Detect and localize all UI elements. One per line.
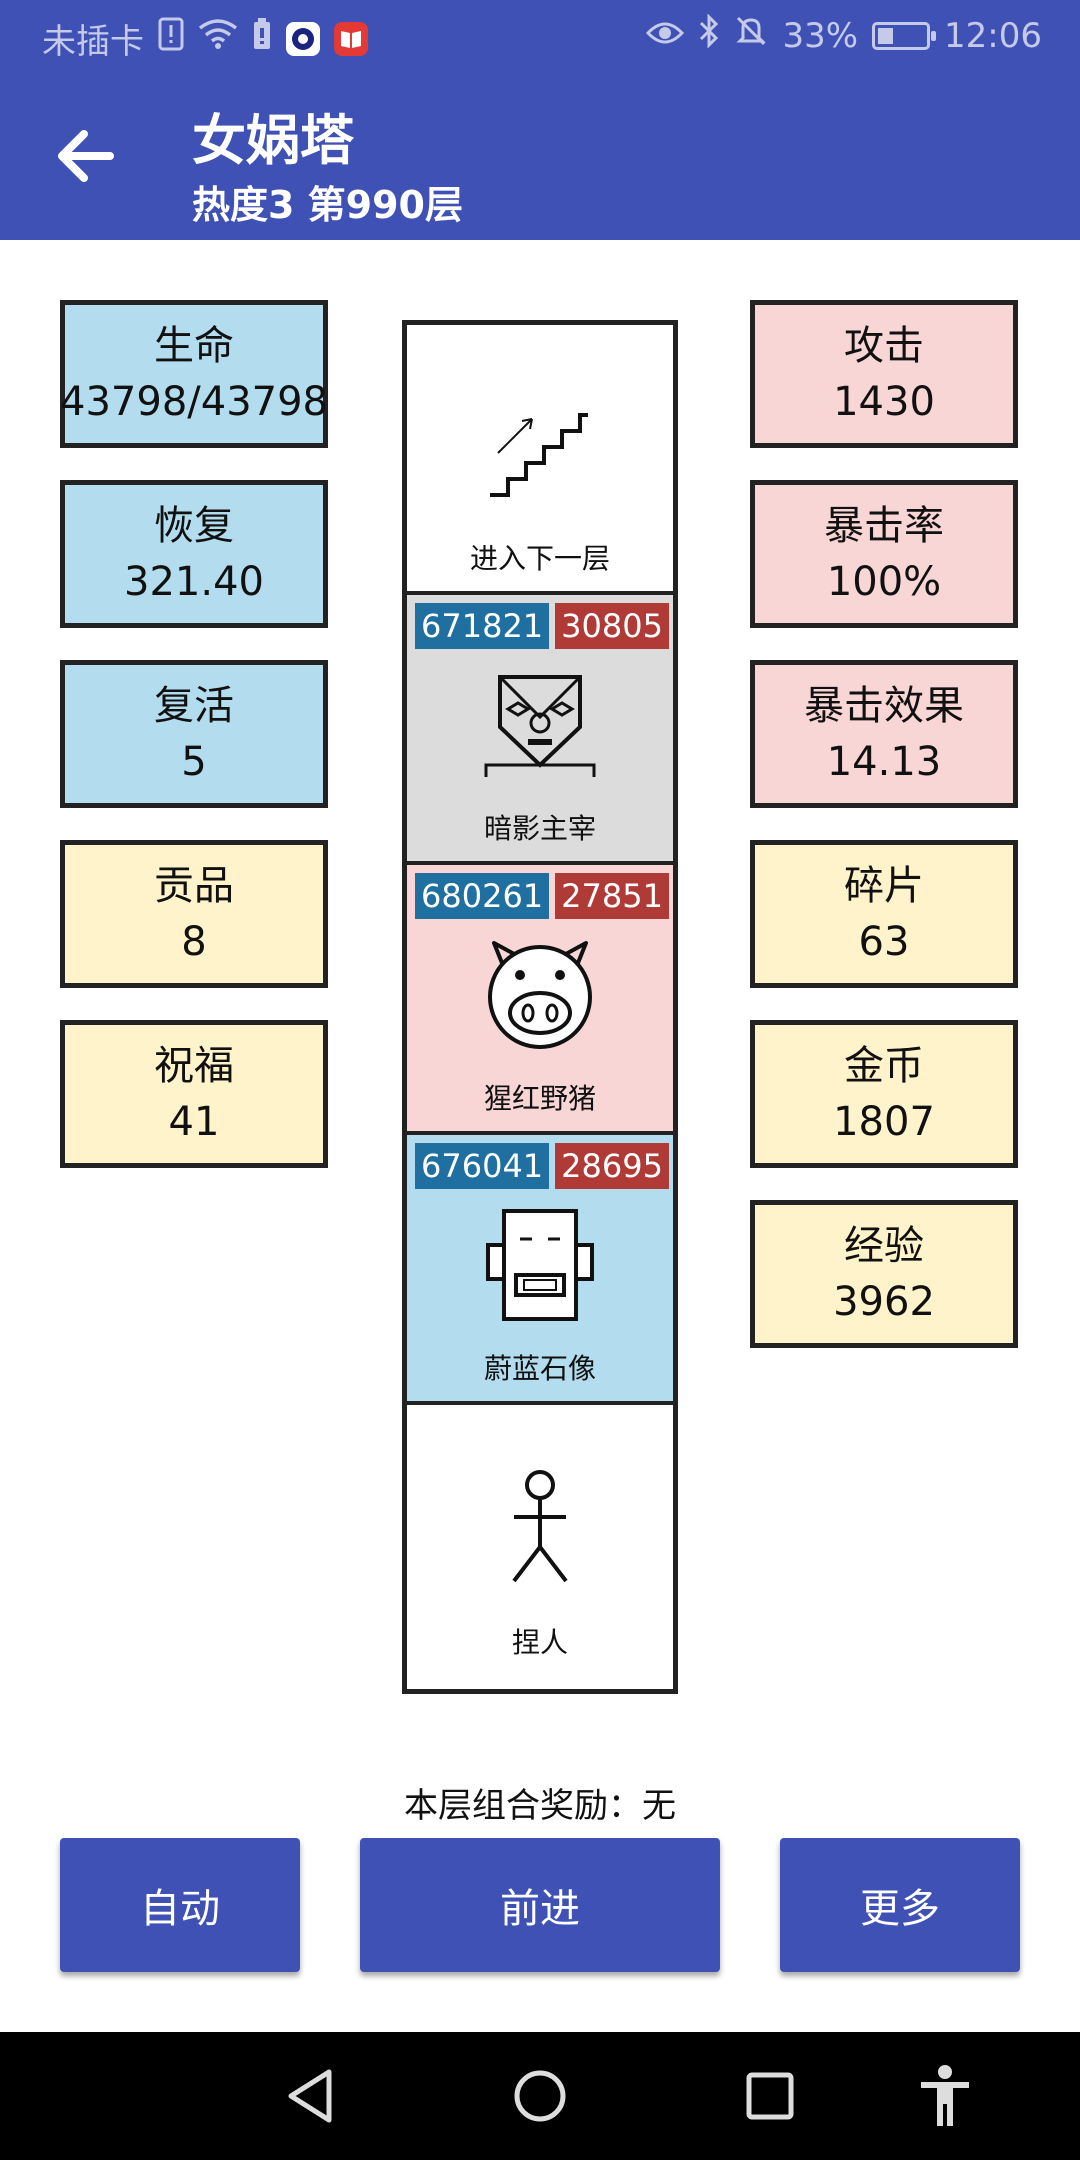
mute-icon xyxy=(734,14,768,57)
stat-tribute: 贡品 8 xyxy=(60,840,328,988)
stairs-icon xyxy=(490,413,588,497)
monster-attack-badge: 30805 xyxy=(555,603,669,649)
monster-attack-badge: 27851 xyxy=(555,873,669,919)
tower-cell-crimson-boar[interactable]: 680261 27851 猩红野猪 xyxy=(407,865,673,1135)
forward-button[interactable]: 前进 xyxy=(360,1838,720,1972)
tower-cell-label: 捏人 xyxy=(511,1626,568,1659)
more-button[interactable]: 更多 xyxy=(780,1838,1020,1972)
stat-value: 100% xyxy=(826,559,942,605)
tower-column: 进入下一层 671821 30805 暗影主宰 680261 27851 xyxy=(402,320,678,1694)
stat-regen: 恢复 321.40 xyxy=(60,480,328,628)
tower-cell-label: 暗影主宰 xyxy=(483,812,596,845)
nav-back-icon[interactable] xyxy=(270,2032,350,2160)
stat-value: 41 xyxy=(168,1099,220,1145)
tower-cell-label: 猩红野猪 xyxy=(483,1082,596,1115)
tower-cell-azure-statue[interactable]: 676041 28695 蔚蓝石像 xyxy=(407,1135,673,1405)
stat-exp: 经验 3962 xyxy=(750,1200,1018,1348)
monster-hp-badge: 680261 xyxy=(415,873,550,919)
monster-hp-badge: 676041 xyxy=(415,1143,550,1189)
stat-label: 恢复 xyxy=(154,503,234,549)
stat-blessing: 祝福 41 xyxy=(60,1020,328,1168)
page-subtitle: 热度3 第990层 xyxy=(192,183,463,227)
stat-value: 1807 xyxy=(833,1099,935,1145)
carrier-text: 未插卡 xyxy=(42,22,144,62)
nav-home-icon[interactable] xyxy=(500,2032,580,2160)
tower-cell-next-floor[interactable]: 进入下一层 xyxy=(407,325,673,595)
monster-hp-badge: 671821 xyxy=(415,603,550,649)
stat-revive: 复活 5 xyxy=(60,660,328,808)
stat-label: 生命 xyxy=(154,323,234,369)
shadow-lord-icon xyxy=(484,675,596,777)
page-title: 女娲塔 xyxy=(192,109,354,172)
back-arrow-icon xyxy=(58,130,114,182)
battery-icon xyxy=(872,21,937,50)
status-bar: 未插卡 33% 12:06 xyxy=(0,0,1080,72)
stat-value: 63 xyxy=(858,919,910,965)
tower-cell-player[interactable]: 捏人 xyxy=(407,1405,673,1675)
stat-label: 暴击效果 xyxy=(804,683,964,729)
stat-label: 攻击 xyxy=(844,323,924,369)
battery-saver-icon xyxy=(252,17,272,60)
clock: 12:06 xyxy=(944,15,1042,56)
boar-icon xyxy=(488,941,592,1049)
stat-value: 43798/43798 xyxy=(60,379,328,425)
auto-button[interactable]: 自动 xyxy=(60,1838,300,1972)
stat-gold: 金币 1807 xyxy=(750,1020,1018,1168)
tower-cell-label: 蔚蓝石像 xyxy=(483,1352,596,1385)
battery-percent: 33% xyxy=(782,15,859,56)
stat-crit-rate: 暴击率 100% xyxy=(750,480,1018,628)
stat-value: 8 xyxy=(181,919,207,965)
stat-value: 14.13 xyxy=(826,739,942,785)
statue-icon xyxy=(486,1209,594,1321)
accessibility-icon[interactable] xyxy=(905,2032,985,2160)
sim-alert-icon xyxy=(158,17,184,60)
eye-icon xyxy=(646,16,685,56)
stat-crit-effect: 暴击效果 14.13 xyxy=(750,660,1018,808)
stat-label: 碎片 xyxy=(844,863,924,909)
app-icon-red xyxy=(334,21,368,56)
stat-value: 3962 xyxy=(833,1279,935,1325)
monster-attack-badge: 28695 xyxy=(555,1143,669,1189)
stat-label: 暴击率 xyxy=(824,503,944,549)
stat-label: 贡品 xyxy=(154,863,234,909)
app-bar: 女娲塔 热度3 第990层 xyxy=(0,72,1080,240)
floor-combo-bonus: 本层组合奖励：无 xyxy=(404,1786,676,1826)
app-icon-blue xyxy=(286,21,320,56)
stat-label: 复活 xyxy=(154,683,234,729)
tower-cell-shadow-lord[interactable]: 671821 30805 暗影主宰 xyxy=(407,595,673,865)
stat-label: 经验 xyxy=(844,1223,924,1269)
tower-cell-label: 进入下一层 xyxy=(469,542,610,575)
stat-value: 321.40 xyxy=(124,559,264,605)
wifi-icon xyxy=(198,18,238,59)
nav-recents-icon[interactable] xyxy=(730,2032,810,2160)
stat-label: 金币 xyxy=(844,1043,924,1089)
stat-hp: 生命 43798/43798 xyxy=(60,300,328,448)
stat-label: 祝福 xyxy=(154,1043,234,1089)
player-icon xyxy=(512,1470,568,1583)
back-button[interactable] xyxy=(50,120,130,192)
stat-value: 1430 xyxy=(833,379,935,425)
navigation-bar xyxy=(0,2032,1080,2160)
bluetooth-icon xyxy=(698,13,720,57)
stat-attack: 攻击 1430 xyxy=(750,300,1018,448)
stat-value: 5 xyxy=(181,739,207,785)
stat-shards: 碎片 63 xyxy=(750,840,1018,988)
